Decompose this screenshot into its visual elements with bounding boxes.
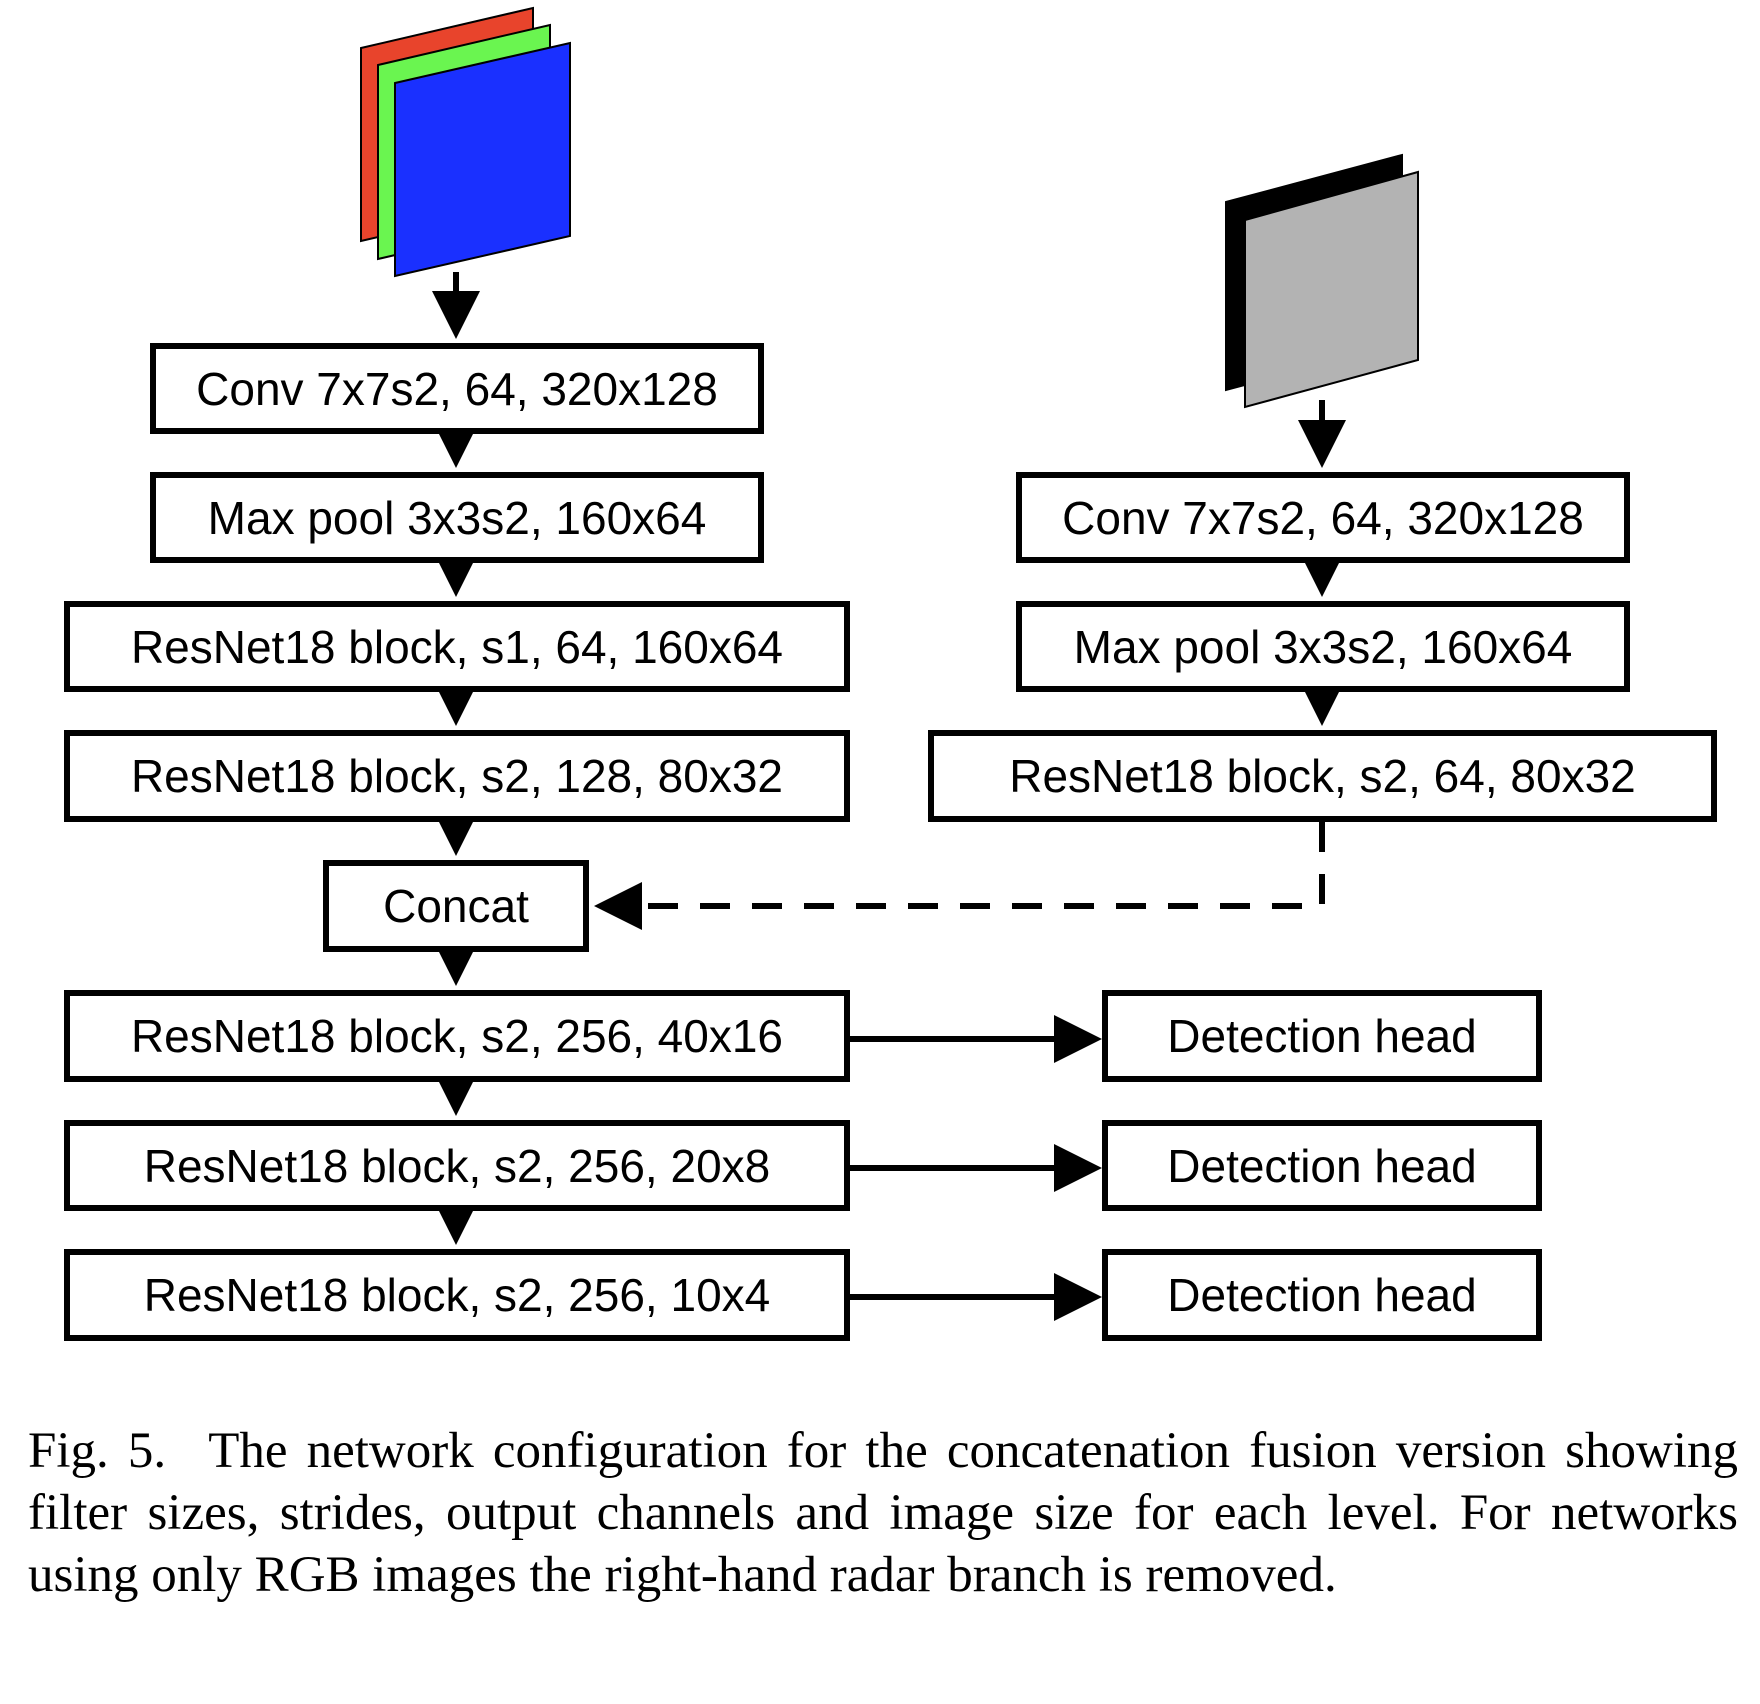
rgb-blue-channel [394, 41, 571, 278]
radar-maxpool-layer: Max pool 3x3s2, 160x64 [1016, 601, 1630, 692]
figure-caption: Fig. 5.The network configuration for the… [28, 1420, 1738, 1606]
dashed-fusion-arrow [594, 822, 1325, 930]
radar-front-layer [1244, 170, 1419, 409]
radar-input-image [1225, 153, 1419, 409]
radar-resnet-block: ResNet18 block, s2, 64, 80x32 [928, 730, 1717, 822]
diagram-connectors [360, 6, 1419, 1321]
rgb-conv-layer: Conv 7x7s2, 64, 320x128 [150, 343, 764, 434]
detection-head-3: Detection head [1102, 1249, 1542, 1341]
resnet-block-5: ResNet18 block, s2, 256, 10x4 [64, 1249, 850, 1341]
rgb-resnet-block-2: ResNet18 block, s2, 128, 80x32 [64, 730, 850, 822]
caption-text: The network configuration for the concat… [28, 1423, 1738, 1603]
rgb-resnet-block-1: ResNet18 block, s1, 64, 160x64 [64, 601, 850, 692]
figure-label: Fig. 5. [28, 1423, 167, 1479]
detection-head-1: Detection head [1102, 990, 1542, 1082]
detection-head-2: Detection head [1102, 1120, 1542, 1211]
concat-layer: Concat [323, 860, 589, 952]
rgb-input-image [360, 6, 571, 278]
resnet-block-3: ResNet18 block, s2, 256, 40x16 [64, 990, 850, 1082]
radar-conv-layer: Conv 7x7s2, 64, 320x128 [1016, 472, 1630, 563]
resnet-block-4: ResNet18 block, s2, 256, 20x8 [64, 1120, 850, 1211]
rgb-maxpool-layer: Max pool 3x3s2, 160x64 [150, 472, 764, 563]
network-diagram: Conv 7x7s2, 64, 320x128 Max pool 3x3s2, … [64, 6, 1717, 1341]
